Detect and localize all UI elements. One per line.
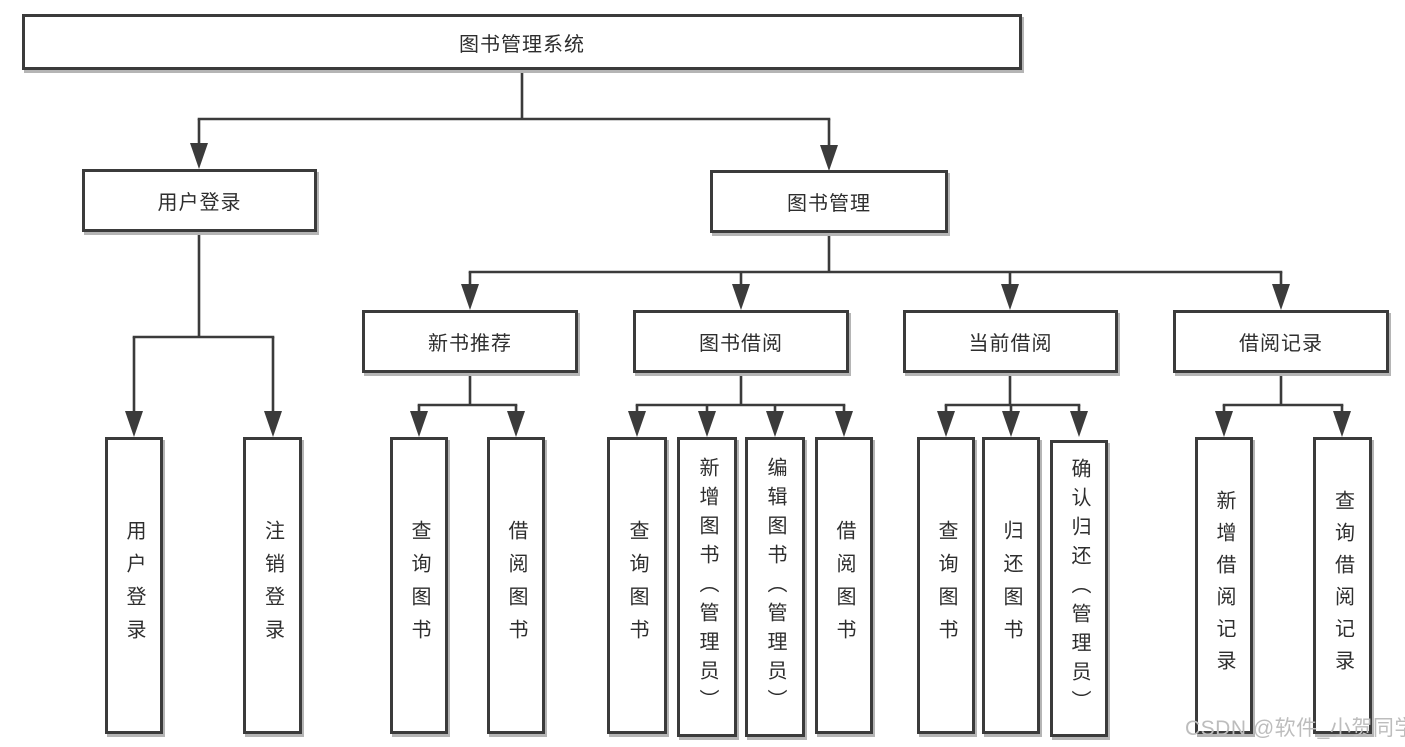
leaf-label: 借阅图书: [505, 519, 527, 652]
node-label: 图书管理: [787, 193, 871, 215]
leaf-label: 查询借阅记录: [1331, 489, 1354, 682]
node-label: 借阅记录: [1239, 333, 1323, 355]
node-label: 用户登录: [157, 192, 242, 214]
leaf-label: 查询图书: [408, 519, 430, 652]
leaf-label: 归还图书: [1000, 519, 1022, 652]
leaf-label: 编辑图书（管理员）: [764, 456, 786, 718]
node-book-management: 图书管理: [710, 170, 948, 233]
leaf-label: 注销登录: [261, 519, 284, 652]
leaf-return-books: 归还图书: [982, 437, 1040, 734]
leaf-query-books-1: 查询图书: [390, 437, 448, 734]
node-library-management-system: 图书管理系统: [22, 14, 1022, 70]
leaf-user-login: 用户登录: [105, 437, 163, 734]
leaf-borrow-books-2: 借阅图书: [815, 437, 873, 734]
node-current-borrowing: 当前借阅: [903, 310, 1118, 373]
leaf-label: 用户登录: [123, 519, 145, 652]
csdn-watermark: CSDN @软件_小贺同学: [1185, 717, 1405, 740]
leaf-label: 查询图书: [626, 519, 648, 652]
leaf-label: 新增图书（管理员）: [696, 456, 718, 718]
node-book-borrowing: 图书借阅: [633, 310, 849, 373]
leaf-label: 查询图书: [935, 519, 957, 652]
leaf-edit-books-admin: 编辑图书（管理员）: [745, 437, 805, 737]
leaf-add-books-admin: 新增图书（管理员）: [677, 437, 737, 737]
node-user-login: 用户登录: [82, 169, 317, 232]
node-label: 当前借阅: [968, 333, 1053, 355]
node-label: 图书管理系统: [459, 33, 585, 56]
leaf-add-borrow-record: 新增借阅记录: [1195, 437, 1253, 734]
arrowhead-icons: [125, 143, 1351, 437]
leaf-borrow-books-1: 借阅图书: [487, 437, 545, 734]
leaf-label: 新增借阅记录: [1213, 489, 1235, 682]
leaf-query-books-3: 查询图书: [917, 437, 975, 734]
leaf-query-borrow-record: 查询借阅记录: [1313, 437, 1372, 734]
node-label: 图书借阅: [699, 333, 783, 355]
leaf-label: 确认归还（管理员）: [1068, 458, 1090, 719]
leaf-logout: 注销登录: [243, 437, 302, 734]
leaf-label: 借阅图书: [833, 519, 855, 652]
node-new-book-recommend: 新书推荐: [362, 310, 578, 373]
leaf-query-books-2: 查询图书: [607, 437, 667, 734]
node-label: 新书推荐: [428, 333, 512, 355]
leaf-confirm-return-admin: 确认归还（管理员）: [1050, 440, 1108, 737]
node-borrowing-records: 借阅记录: [1173, 310, 1389, 373]
